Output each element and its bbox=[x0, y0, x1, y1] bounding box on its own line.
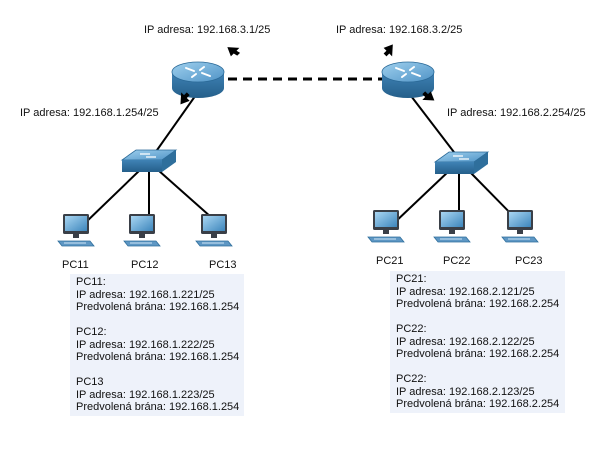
pc-info-ip: IP adresa: 192.168.1.223/25 bbox=[76, 388, 215, 401]
pc-info-gateway: Predvolená brána: 192.168.1.254 bbox=[76, 351, 240, 363]
pc-info-block: PC22: IP adresa: 192.168.2.122/25 Predvo… bbox=[396, 323, 559, 361]
link-sw1-pc11 bbox=[82, 169, 141, 226]
pc-icon[interactable] bbox=[367, 210, 405, 243]
pc-info-name: PC22: bbox=[396, 323, 427, 335]
link-r1-switch bbox=[149, 91, 199, 161]
pc-label: PC23 bbox=[515, 255, 543, 267]
pc-info-gateway: Predvolená brána: 192.168.2.254 bbox=[396, 398, 560, 410]
info-box-right: PC21: IP adresa: 192.168.2.121/25 Predvo… bbox=[390, 271, 565, 413]
pc-info-ip: IP adresa: 192.168.1.222/25 bbox=[76, 338, 215, 351]
pc-info-name: PC22: bbox=[396, 373, 427, 385]
info-box-left: PC11: IP adresa: 192.168.1.221/25 Predvo… bbox=[70, 274, 244, 416]
link-r2-switch bbox=[407, 91, 461, 161]
router-1-icon[interactable] bbox=[171, 61, 225, 98]
pc-icon[interactable] bbox=[195, 214, 233, 247]
router-1-lan-label: IP adresa: 192.168.1.254/25 bbox=[20, 107, 159, 119]
pc-info-ip: IP adresa: 192.168.1.221/25 bbox=[76, 288, 215, 301]
pc-info-name: PC12: bbox=[76, 326, 107, 338]
pc-label: PC22 bbox=[443, 255, 471, 267]
pc-label: PC12 bbox=[131, 259, 159, 271]
pc-info-block: PC12: IP adresa: 192.168.1.222/25 Predvo… bbox=[76, 326, 240, 364]
router-2-wan-label: IP adresa: 192.168.3.2/25 bbox=[336, 24, 463, 36]
pc-info-gateway: Predvolená brána: 192.168.2.254 bbox=[396, 348, 560, 360]
switch-1-icon[interactable] bbox=[120, 149, 178, 172]
pc-label: PC13 bbox=[209, 259, 237, 271]
pc-info-gateway: Predvolená brána: 192.168.2.254 bbox=[396, 298, 560, 310]
router-1-wan-label: IP adresa: 192.168.3.1/25 bbox=[144, 24, 271, 36]
router-2-lan-label: IP adresa: 192.168.2.254/25 bbox=[447, 107, 586, 119]
pc-icon[interactable] bbox=[433, 210, 471, 243]
pc-info-block: PC21: IP adresa: 192.168.2.121/25 Predvo… bbox=[396, 273, 559, 311]
switch-2-icon[interactable] bbox=[433, 151, 490, 174]
pc-info-name: PC11: bbox=[76, 276, 106, 288]
pc-info-name: PC13 bbox=[76, 376, 104, 388]
link-sw2-pc21 bbox=[391, 169, 451, 226]
pc-info-block: PC22: IP adresa: 192.168.2.123/25 Predvo… bbox=[396, 373, 559, 411]
pc-icon[interactable] bbox=[57, 214, 95, 247]
pc-label: PC11 bbox=[62, 259, 89, 271]
router-2-icon[interactable] bbox=[381, 61, 435, 98]
pc-info-ip: IP adresa: 192.168.2.123/25 bbox=[396, 385, 535, 398]
pc-icon[interactable] bbox=[123, 214, 161, 247]
pc-label: PC21 bbox=[376, 255, 404, 267]
pc-info-block: PC13 IP adresa: 192.168.1.223/25 Predvol… bbox=[76, 376, 240, 414]
pc-info-gateway: Predvolená brána: 192.168.1.254 bbox=[76, 301, 240, 313]
arrow-icon bbox=[180, 44, 435, 105]
pc-icon[interactable] bbox=[501, 210, 539, 243]
pc-info-block: PC11: IP adresa: 192.168.1.221/25 Predvo… bbox=[76, 276, 240, 314]
pc-info-name: PC21: bbox=[396, 273, 427, 285]
pc-info-gateway: Predvolená brána: 192.168.1.254 bbox=[76, 401, 240, 413]
pc-info-ip: IP adresa: 192.168.2.121/25 bbox=[396, 285, 535, 298]
pc-info-ip: IP adresa: 192.168.2.122/25 bbox=[396, 335, 535, 348]
